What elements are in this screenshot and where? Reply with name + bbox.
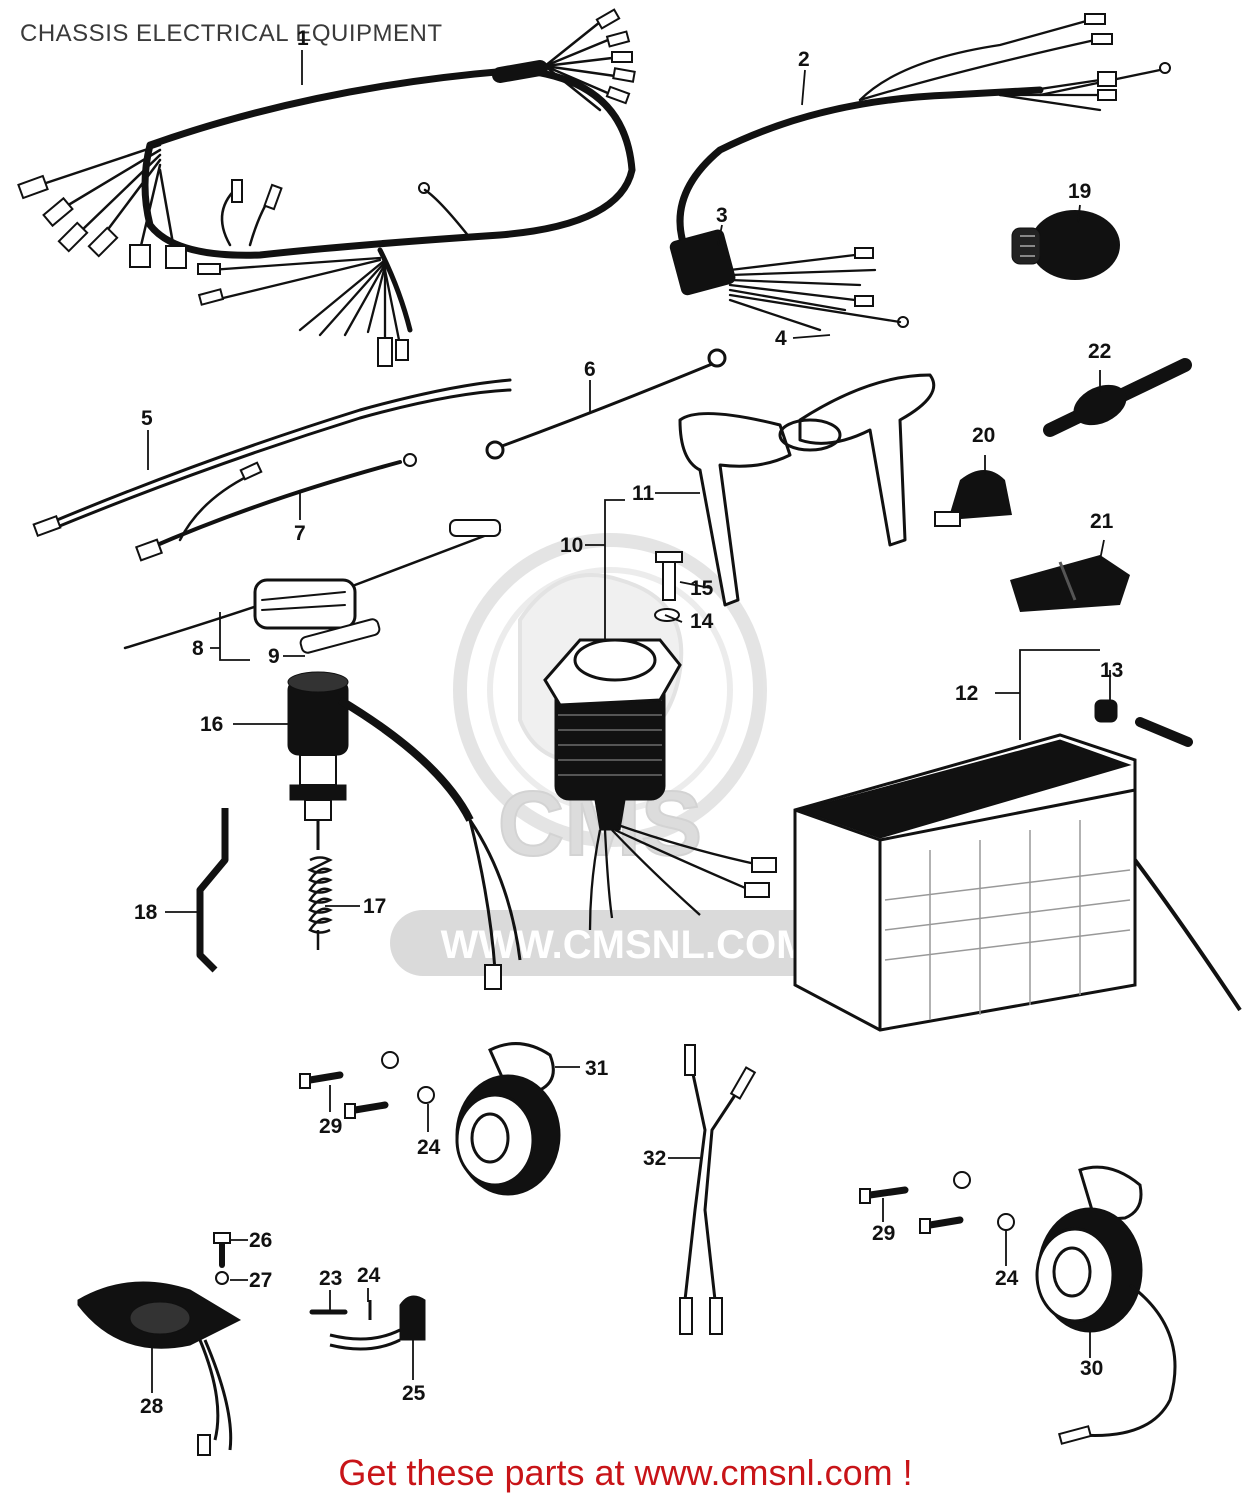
part-11-keys bbox=[678, 373, 936, 607]
callout-1: 1 bbox=[297, 27, 309, 50]
callout-23: 23 bbox=[319, 1267, 342, 1290]
part-22-cable bbox=[1043, 358, 1192, 437]
part-31-horn bbox=[455, 1042, 561, 1196]
callout-25: 25 bbox=[402, 1382, 426, 1405]
callout-10: 10 bbox=[560, 534, 583, 557]
callout-14: 14 bbox=[690, 610, 714, 633]
callout-26: 26 bbox=[249, 1229, 272, 1252]
callout-3: 3 bbox=[716, 204, 728, 227]
callout-5: 5 bbox=[141, 407, 153, 430]
part-sub-harness bbox=[669, 13, 1171, 332]
part-20-bulb-socket bbox=[934, 470, 1012, 527]
callout-24-a: 24 bbox=[417, 1136, 441, 1159]
callout-24-c: 24 bbox=[995, 1267, 1019, 1290]
callout-29-a: 29 bbox=[319, 1115, 342, 1138]
footer-link[interactable]: Get these parts at www.cmsnl.com ! bbox=[338, 1452, 913, 1493]
callout-21: 21 bbox=[1090, 510, 1114, 533]
callout-16: 16 bbox=[200, 713, 223, 736]
callout-4: 4 bbox=[775, 327, 787, 350]
callout-11: 11 bbox=[632, 482, 655, 505]
callout-9: 9 bbox=[268, 645, 280, 668]
part-19-connector bbox=[1011, 210, 1120, 280]
callout-30: 30 bbox=[1080, 1357, 1103, 1380]
callout-28: 28 bbox=[140, 1395, 164, 1418]
callout-27: 27 bbox=[249, 1269, 272, 1292]
callout-12: 12 bbox=[955, 682, 978, 705]
page-title: CHASSIS ELECTRICAL EQUIPMENT bbox=[20, 20, 443, 47]
callout-31: 31 bbox=[585, 1057, 609, 1080]
callout-29-b: 29 bbox=[872, 1222, 895, 1245]
part-17-spring bbox=[307, 856, 333, 950]
leader-lines bbox=[147, 50, 1111, 1393]
callout-13: 13 bbox=[1100, 659, 1123, 682]
watermark-url: WWW.CMSNL.COM bbox=[441, 923, 810, 967]
part-29-screws-right bbox=[859, 1171, 1015, 1234]
part-10-ignition-switch bbox=[543, 551, 777, 931]
part-16-switch bbox=[287, 671, 522, 990]
part-28-cover bbox=[77, 1232, 242, 1456]
callout-22: 22 bbox=[1088, 340, 1111, 363]
part-main-wire-harness bbox=[17, 8, 636, 367]
callout-24-b: 24 bbox=[357, 1264, 381, 1287]
callout-17: 17 bbox=[363, 895, 386, 918]
part-29-screws bbox=[299, 1051, 435, 1119]
callout-18: 18 bbox=[134, 901, 158, 924]
part-12-battery bbox=[793, 699, 1242, 1032]
callout-32: 32 bbox=[643, 1147, 666, 1170]
part-32-wire bbox=[679, 1044, 757, 1335]
part-cables-5-6-7 bbox=[32, 348, 727, 562]
part-8-9-condenser bbox=[123, 519, 502, 654]
callout-7: 7 bbox=[294, 522, 306, 545]
callout-8: 8 bbox=[192, 637, 204, 660]
part-21-switch bbox=[1010, 555, 1130, 612]
callout-15: 15 bbox=[690, 577, 714, 600]
part-30-horn bbox=[1035, 1165, 1177, 1445]
part-18-bracket bbox=[196, 808, 229, 973]
callout-2: 2 bbox=[798, 48, 810, 71]
callout-19: 19 bbox=[1068, 180, 1091, 203]
callout-6: 6 bbox=[584, 358, 596, 381]
callout-20: 20 bbox=[972, 424, 995, 447]
callout-labels: 1 2 3 4 5 6 7 8 9 10 11 12 13 14 15 16 1… bbox=[134, 27, 1123, 1418]
part-25-relay bbox=[309, 1295, 426, 1351]
